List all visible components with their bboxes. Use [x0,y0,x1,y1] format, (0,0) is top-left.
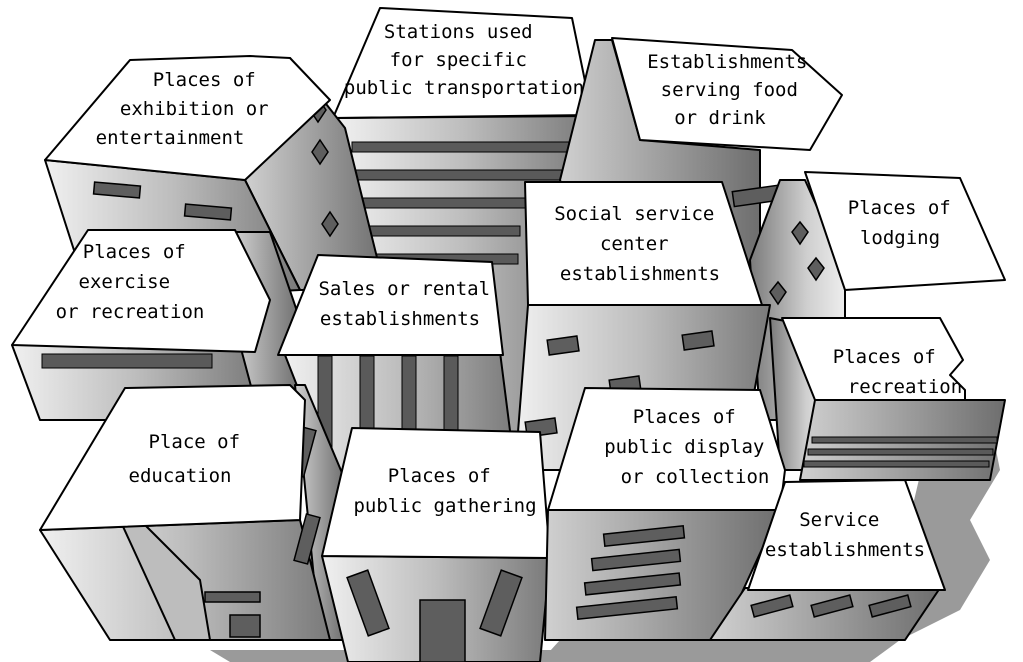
labels: Places of exhibition or entertainment St… [56,21,963,561]
label-recreation: Places of recreation [833,346,962,398]
label-service: Service establishments [765,509,925,561]
building-recreation [769,317,1006,481]
label-gathering: Places of public gathering [353,465,536,517]
label-education: Place of education [129,431,252,487]
label-social: Social service center establishments [554,203,726,285]
label-transport: Stations used for specific public transp… [344,21,584,99]
building-education [39,384,346,641]
building-display [544,387,786,641]
label-sales: Sales or rental establishments [318,278,501,330]
label-exercise: Places of exercise or recreation [56,241,205,323]
label-display: Places of public display or collection [604,406,776,488]
building-service [709,479,946,641]
label-lodging: Places of lodging [848,197,962,249]
building-gathering [321,427,551,662]
label-exhibition: Places of exhibition or entertainment [96,69,280,149]
building-exercise [11,229,301,421]
label-food: Establishments serving food or drink [647,51,819,129]
